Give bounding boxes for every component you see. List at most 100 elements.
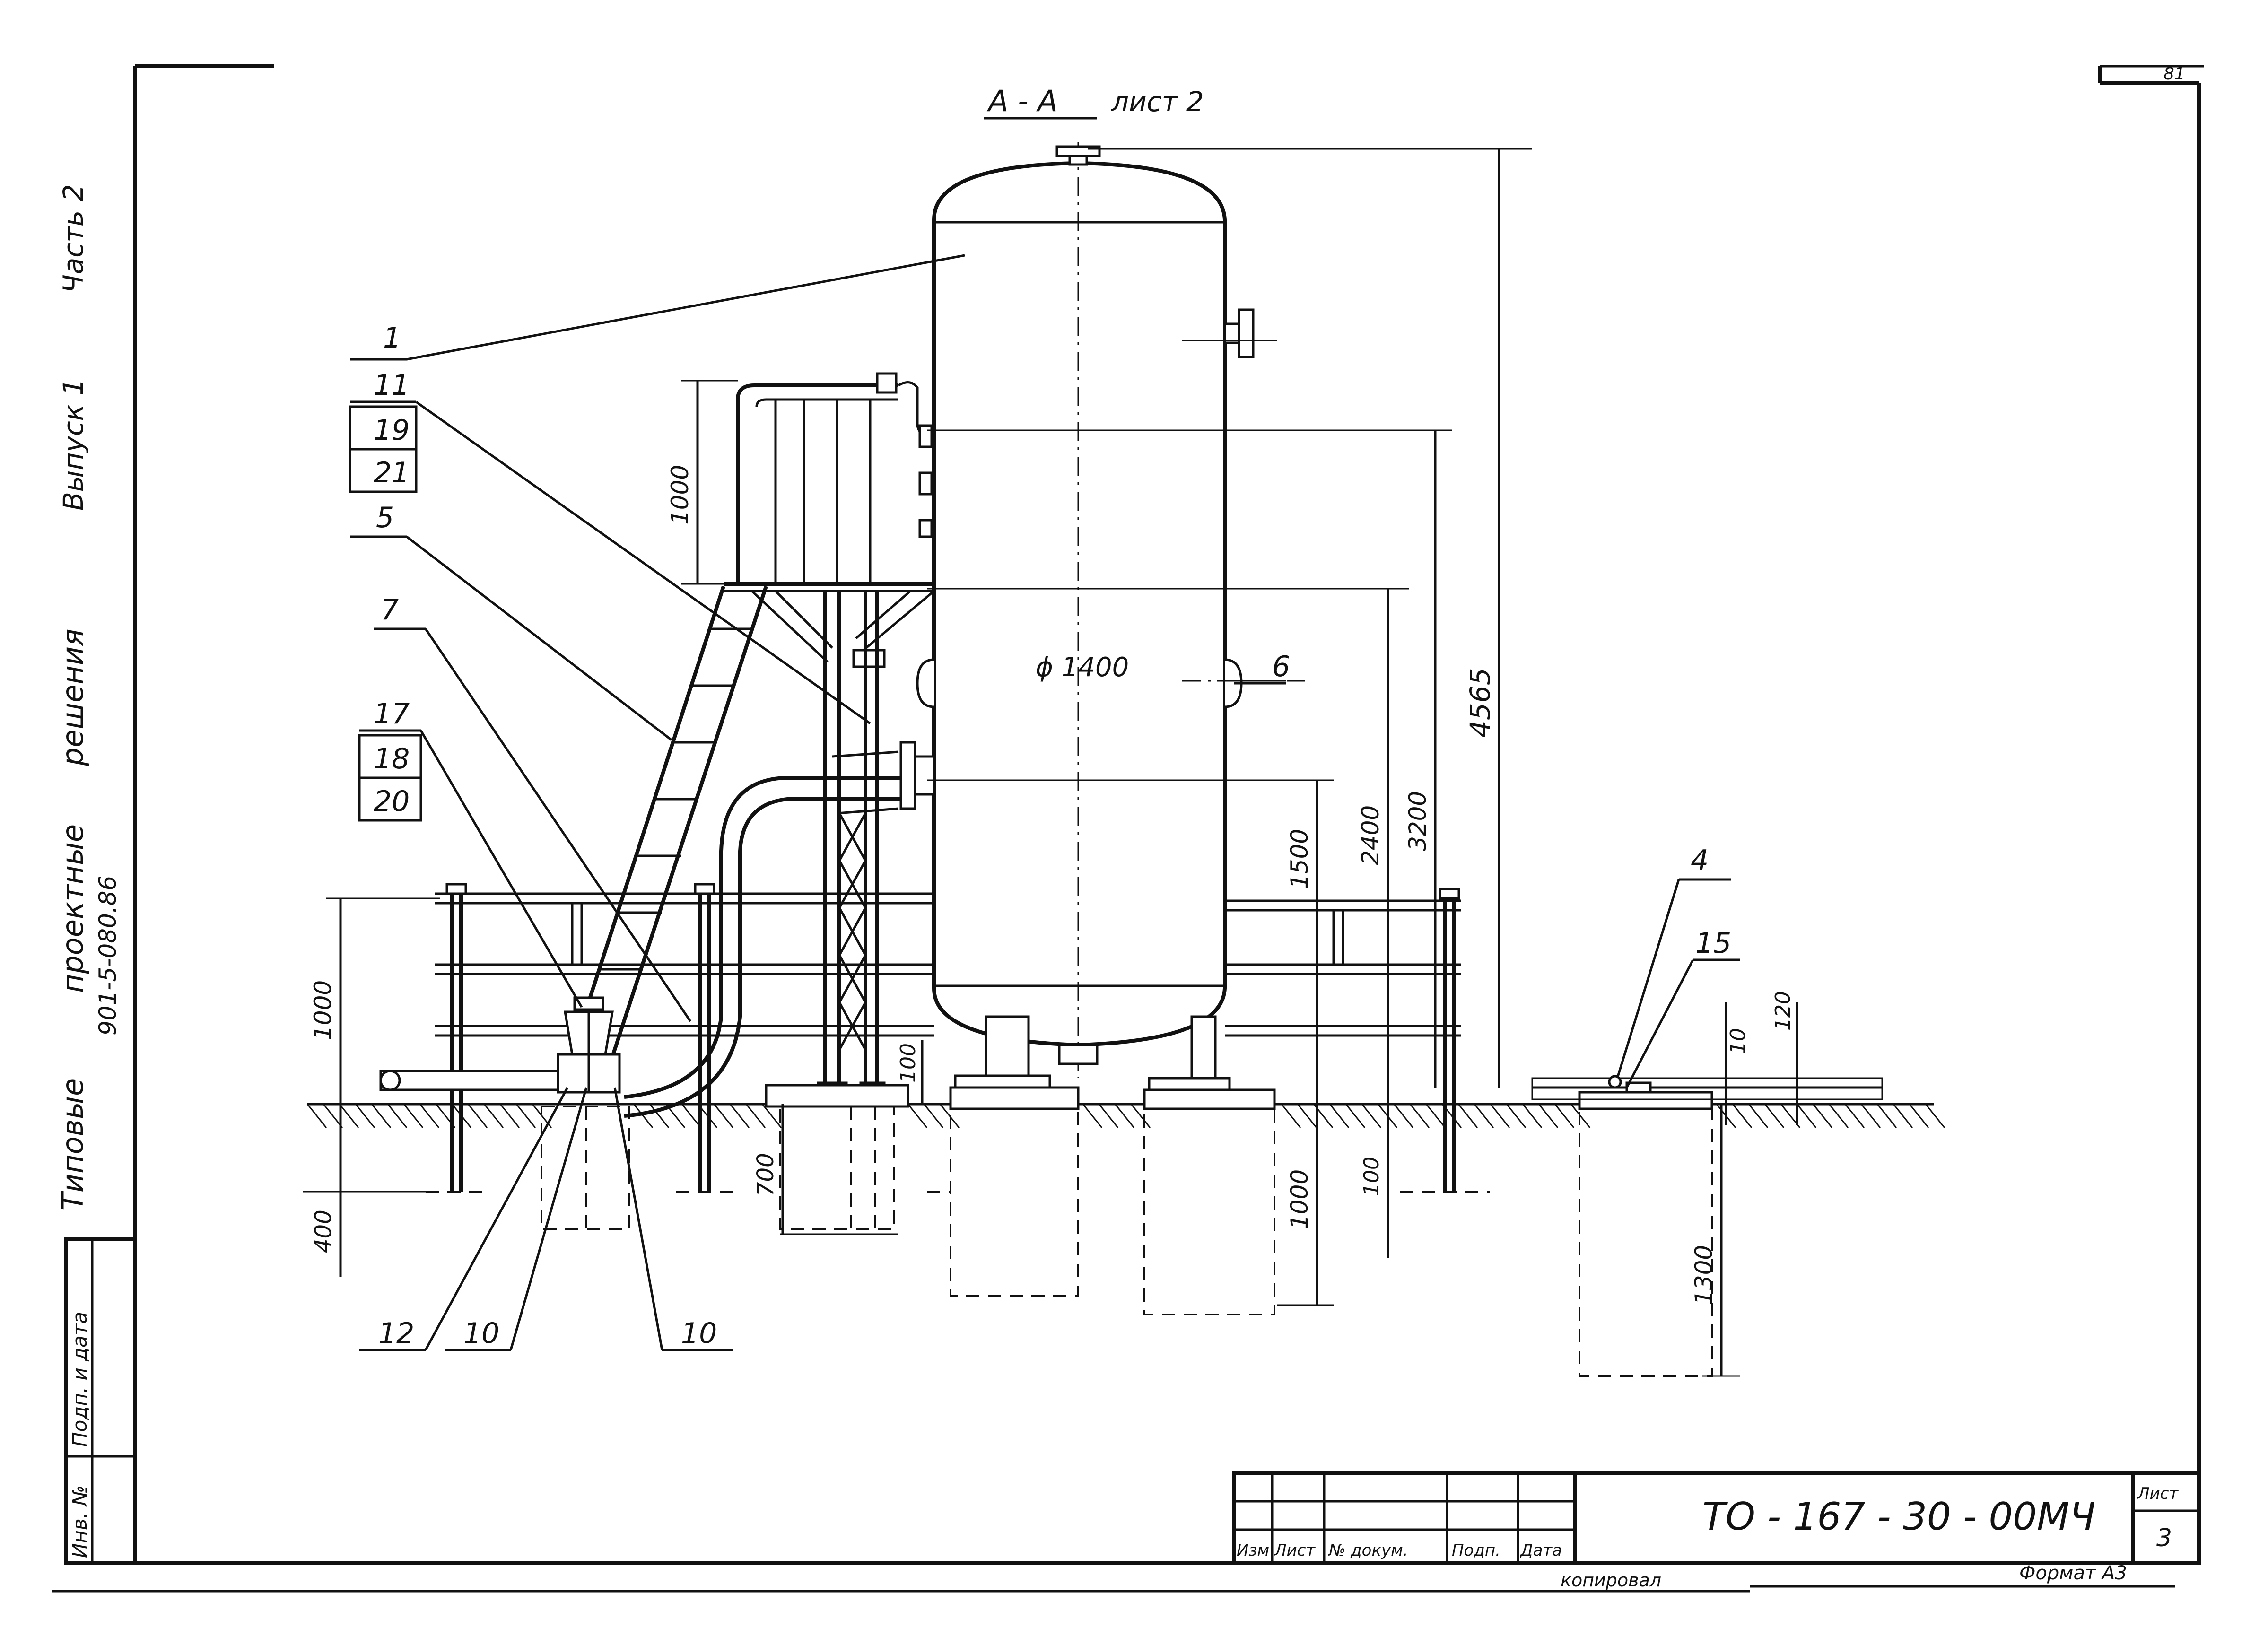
valve [557, 996, 621, 1094]
ground-hatch [1860, 1104, 1881, 1128]
dim-10: 10 [1726, 1028, 1750, 1054]
ground-hatch [1828, 1104, 1849, 1128]
title-col-doc: № докум. [1328, 1541, 1408, 1560]
callout-4: 4 [1691, 844, 1709, 877]
callout-7: 7 [381, 593, 399, 627]
dim-1000-rail: 1000 [309, 980, 337, 1040]
ground-hatch [1474, 1104, 1494, 1128]
ground-hatch [1925, 1104, 1945, 1128]
side-label-part: Часть 2 [57, 184, 89, 294]
vessel [916, 142, 1277, 1106]
dim-3200: 3200 [1404, 791, 1431, 851]
title-col-list: Лист [1274, 1541, 1316, 1560]
ground-hatch [1796, 1104, 1817, 1128]
ground-hatch [649, 1104, 670, 1128]
ground-hatch [323, 1104, 343, 1128]
ground-hatch [1425, 1104, 1446, 1128]
callout-15: 15 [1695, 927, 1731, 960]
callout-19: 19 [374, 414, 410, 447]
callout-10-a: 10 [463, 1317, 499, 1350]
ground-hatch [907, 1104, 928, 1128]
callout-18: 18 [374, 742, 410, 775]
sheet-number: 3 [2156, 1524, 2172, 1552]
ground-hatch [1114, 1104, 1135, 1128]
dim-120: 120 [1771, 991, 1795, 1031]
dim-100-b: 100 [1360, 1157, 1384, 1196]
ground-hatch [1748, 1104, 1769, 1128]
side-label-design: проектные [55, 824, 90, 993]
ground-hatch [923, 1104, 944, 1128]
section-sheet-ref: лист 2 [1111, 86, 1204, 118]
ground-hatch [387, 1104, 408, 1128]
ground-hatch [1393, 1104, 1414, 1128]
ground-hatch [1909, 1104, 1929, 1128]
ground-hatch [681, 1104, 702, 1128]
callout-20: 20 [374, 785, 410, 818]
detail-right [1531, 1075, 1883, 1100]
title-block: Изм Лист № докум. Подп. Дата ТО - 167 - … [1232, 1471, 2201, 1591]
dim-100-a: 100 [896, 1043, 920, 1083]
ladder [577, 585, 768, 1065]
callout-17: 17 [374, 697, 410, 731]
ground-hatch [355, 1104, 375, 1128]
sheet-corner-number: 81 [2163, 64, 2185, 84]
side-label-typical: Типовые [55, 1078, 90, 1210]
ground-hatch [419, 1104, 440, 1128]
title-col-date: Дата [1519, 1541, 1562, 1560]
callout-5: 5 [376, 501, 394, 534]
dim-4565: 4565 [1464, 668, 1496, 738]
ground-hatch [1345, 1104, 1366, 1128]
ground-hatch [1361, 1104, 1382, 1128]
doc-code: ТО - 167 - 30 - 00МЧ [1702, 1495, 2095, 1539]
ground-hatch [306, 1104, 327, 1128]
ground-hatch [1082, 1104, 1103, 1128]
dim-700: 700 [752, 1153, 779, 1196]
section-title: А - А лист 2 [984, 84, 1204, 120]
title-col-izm: Изм [1237, 1541, 1269, 1560]
ground-hatch [1281, 1104, 1301, 1128]
side-label-code: 901-5-080.86 [94, 876, 122, 1036]
ground-hatch [1130, 1104, 1151, 1128]
drawing-frame [52, 64, 2204, 1593]
ground-hatch [1457, 1104, 1478, 1128]
side-label-issue: Выпуск 1 [57, 378, 89, 511]
ground-hatch [499, 1104, 520, 1128]
dim-1000-found: 1000 [1286, 1169, 1313, 1229]
ground-hatch [1329, 1104, 1350, 1128]
dim-1300: 1300 [1690, 1245, 1718, 1305]
side-label-decisions: решения [55, 628, 90, 766]
dim-400: 400 [310, 1210, 337, 1253]
ground-hatch [1844, 1104, 1865, 1128]
ground-hatch [729, 1104, 750, 1128]
ground-hatch [1764, 1104, 1785, 1128]
ground-hatch [1876, 1104, 1897, 1128]
ground-hatch [515, 1104, 536, 1128]
ground-hatch [1522, 1104, 1543, 1128]
ground-hatch [1490, 1104, 1510, 1128]
railing-right [1225, 888, 1461, 1192]
stamp-inv-no: Инв. № [68, 1485, 91, 1558]
railing-left [379, 883, 934, 1192]
sheet-label: Лист [2137, 1484, 2179, 1503]
callout-6: 6 [1272, 650, 1290, 683]
ground-hatch [1893, 1104, 1913, 1128]
platform [724, 372, 935, 1098]
dimension-lines [303, 148, 1798, 1377]
callout-21: 21 [374, 456, 410, 489]
foundations [426, 1084, 1713, 1377]
ground-hatch [371, 1104, 392, 1128]
ground-hatch [1506, 1104, 1527, 1128]
section-label: А - А [986, 84, 1058, 118]
dim-2400: 2400 [1357, 805, 1384, 865]
callout-12: 12 [378, 1317, 414, 1350]
dim-1500: 1500 [1286, 829, 1313, 889]
side-labels: Часть 2 Выпуск 1 решения проектные Типов… [55, 184, 122, 1211]
dimension-texts: ϕ 1400 4565 3200 2400 1500 1000 1000 100… [309, 465, 1795, 1305]
callouts: 1 11 19 21 5 7 17 18 20 12 10 10 4 15 6 [349, 254, 1740, 1351]
ground-hatch [1409, 1104, 1430, 1128]
ground-hatch [713, 1104, 734, 1128]
left-stamp-box: Подп. и дата Инв. № [64, 1237, 137, 1565]
ground-hatch [1098, 1104, 1119, 1128]
ground-hatch [1297, 1104, 1317, 1128]
